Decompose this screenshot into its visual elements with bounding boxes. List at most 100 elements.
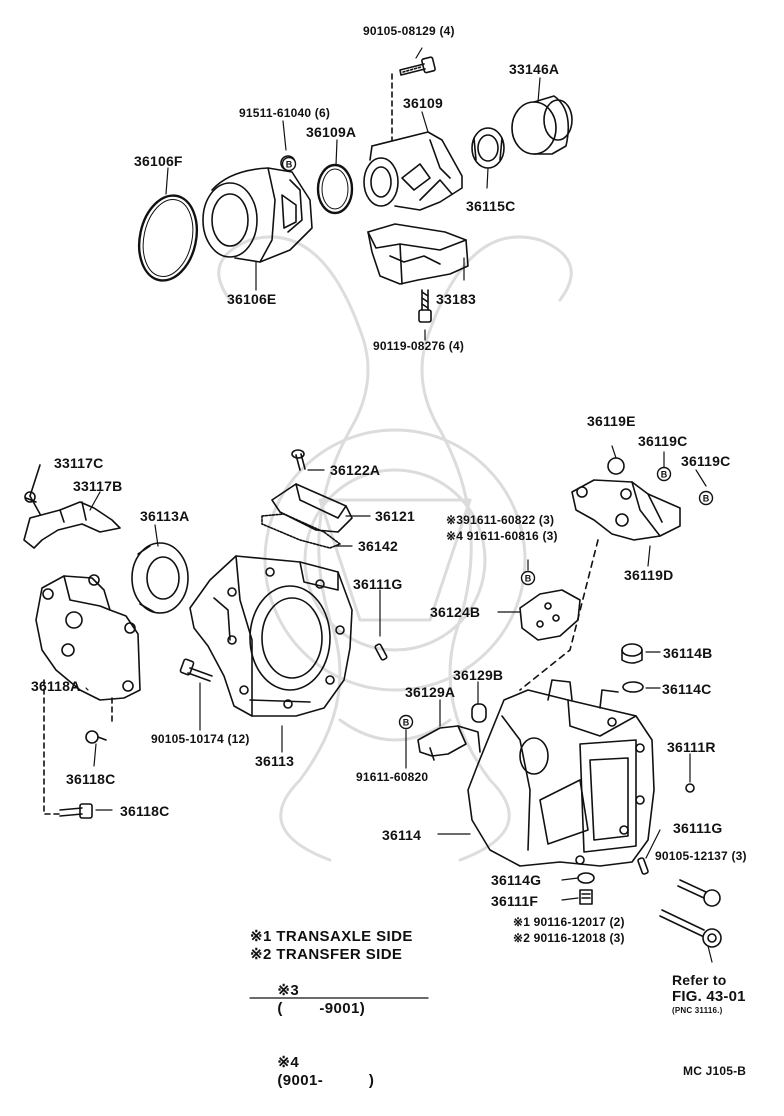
label-36119d: 36119D xyxy=(624,567,674,583)
label-36119c-upper: 36119C xyxy=(638,433,688,449)
legend-text: ( -9001) xyxy=(277,1000,366,1017)
callout-b-icon: B xyxy=(281,156,297,172)
o-ring-36109a-icon xyxy=(316,163,354,215)
oil-seal-36115c-icon xyxy=(471,127,505,169)
label-36106e: 36106E xyxy=(227,291,277,307)
callout-b-icon: B xyxy=(520,570,536,586)
label-36121: 36121 xyxy=(375,508,415,524)
label-36106f: 36106F xyxy=(134,153,183,169)
ball-36111r-icon xyxy=(685,783,695,793)
label-36113: 36113 xyxy=(255,753,295,769)
svg-text:B: B xyxy=(661,470,668,480)
label-36114: 36114 xyxy=(382,827,422,843)
svg-text:B: B xyxy=(286,160,293,170)
label-33183: 33183 xyxy=(436,291,476,307)
label-90105-08129: 90105-08129 (4) xyxy=(363,24,455,38)
label-90105-10174: 90105-10174 (12) xyxy=(151,732,250,746)
label-36129b: 36129B xyxy=(453,667,504,683)
bolt-36118c-lower-icon xyxy=(59,803,93,819)
leader-lines-bottom xyxy=(85,445,713,963)
pin-36111g-lower-icon xyxy=(637,857,649,875)
label-90116-12017: ※1 90116-12017 (2) xyxy=(513,915,625,929)
label-36114c: 36114C xyxy=(662,681,712,697)
label-36109: 36109 xyxy=(403,95,443,111)
refer-line-1: Refer to xyxy=(672,972,727,988)
oil-seal-36113a-icon xyxy=(131,542,189,614)
bolt-90105-10174-icon xyxy=(179,658,213,682)
label-90105-12137: 90105-12137 (3) xyxy=(655,849,747,863)
part-36129b-icon xyxy=(471,703,487,723)
label-36113a: 36113A xyxy=(140,508,190,524)
label-36111g-upper: 36111G xyxy=(353,576,403,592)
legend-item: ※2 TRANSFER SIDE xyxy=(250,946,413,964)
bolt-36122a-icon xyxy=(291,449,306,471)
washer-36114c-icon xyxy=(622,681,644,693)
legend-mark: ※4 xyxy=(277,1054,300,1071)
bracket-36129a-icon xyxy=(417,725,481,761)
label-33146a: 33146A xyxy=(509,61,560,77)
label-36115c: 36115C xyxy=(466,198,516,214)
pin-36111g-upper-icon xyxy=(374,643,388,661)
label-33117b: 33117B xyxy=(73,478,123,494)
svg-text:B: B xyxy=(525,574,532,584)
label-36118a: 36118A xyxy=(31,678,81,694)
refer-line-3: (PNC 31116.) xyxy=(672,1006,723,1015)
bolt-90119-08276-icon xyxy=(418,289,432,323)
legend: ※1 TRANSAXLE SIDE ※2 TRANSFER SIDE ※3 ( … xyxy=(250,928,413,1108)
bracket-36118a-icon xyxy=(35,574,141,701)
transfer-case-36114-icon xyxy=(467,679,655,867)
plug-36111f-icon xyxy=(579,889,593,905)
callout-b-icon: B xyxy=(398,714,414,730)
label-91511-61040: 91511-61040 (6) xyxy=(239,106,331,120)
bracket-33117b-icon xyxy=(23,501,121,549)
label-36114g: 36114G xyxy=(491,872,542,888)
label-90119-08276: 90119-08276 (4) xyxy=(373,339,465,353)
bolt-36118c-upper-icon xyxy=(85,730,107,744)
label-91611-60822: ※391611-60822 (3) xyxy=(446,513,555,527)
bolt-90116-12017-icon xyxy=(659,909,722,948)
legend-text: TRANSFER SIDE xyxy=(276,946,403,963)
bolt-90105-12137-icon xyxy=(677,879,721,907)
legend-item: ※4 (9001- ) xyxy=(250,1036,413,1108)
callout-b-icon: B xyxy=(698,490,714,506)
transfer-case-36113-icon xyxy=(189,555,353,717)
plug-36114b-icon xyxy=(621,643,643,664)
callout-b-icon: B xyxy=(656,466,672,482)
legend-item: ※1 TRANSAXLE SIDE xyxy=(250,928,413,946)
bolt-33117c-icon xyxy=(24,464,41,515)
legend-mark: ※2 xyxy=(250,946,272,963)
label-91611-60820: 91611-60820 xyxy=(356,770,429,784)
watermark-emblem xyxy=(217,235,573,862)
legend-mark: ※3 xyxy=(277,982,300,999)
svg-text:B: B xyxy=(703,494,710,504)
label-91611-60816: ※4 91611-60816 (3) xyxy=(446,529,558,543)
dust-boot-33146a-icon xyxy=(511,95,573,155)
bracket-33183-icon xyxy=(367,223,469,285)
label-36111f: 36111F xyxy=(491,893,539,909)
bracket-36119d-icon xyxy=(571,479,681,541)
o-ring-36106f-icon xyxy=(137,194,199,282)
label-36119e: 36119E xyxy=(587,413,636,429)
bolt-90105-08129-icon xyxy=(399,56,436,76)
label-90116-12018: ※2 90116-12018 (3) xyxy=(513,931,625,945)
label-36114b: 36114B xyxy=(663,645,713,661)
label-36119c-lower: 36119C xyxy=(681,453,731,469)
gasket-36142-icon xyxy=(261,513,341,549)
label-36111g-lower: 36111G xyxy=(673,820,723,836)
plate-36124b-icon xyxy=(519,589,581,641)
label-36109a: 36109A xyxy=(306,124,357,140)
refer-line-2: FIG. 43-01 xyxy=(672,988,746,1005)
extension-housing-36109-icon xyxy=(363,131,463,211)
legend-item: ※3 ( -9001) xyxy=(250,964,413,1036)
label-36124b: 36124B xyxy=(430,604,481,620)
legend-text: TRANSAXLE SIDE xyxy=(276,928,413,945)
svg-text:B: B xyxy=(403,718,410,728)
label-33117c: 33117C xyxy=(54,455,104,471)
leader-lines-top xyxy=(165,47,541,341)
label-36129a: 36129A xyxy=(405,684,456,700)
washer-36114g-icon xyxy=(577,872,595,884)
plug-36119e-icon xyxy=(607,457,625,475)
label-36111r: 36111R xyxy=(667,739,716,755)
figure-code: MC J105-B xyxy=(683,1064,747,1078)
